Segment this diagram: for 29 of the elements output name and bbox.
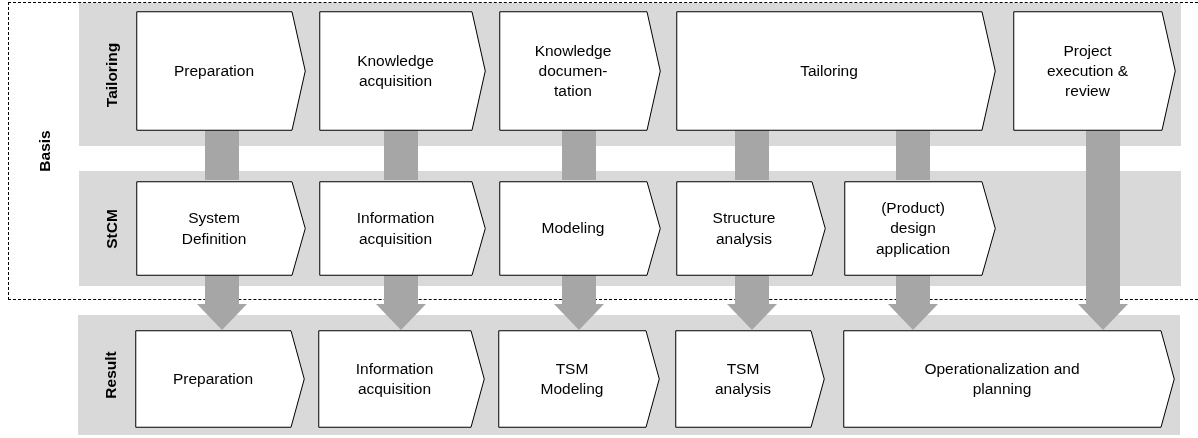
step-label: Preparation: [173, 60, 255, 81]
flow-arrow: [1078, 130, 1128, 330]
region-label: Basis: [36, 130, 54, 172]
step-label: Knowledge acquisition: [356, 50, 435, 91]
step-label: Tailoring: [800, 60, 858, 81]
dashed-region: [8, 2, 1198, 300]
flow-arrow: [727, 275, 777, 330]
step-label: Structure analysis: [711, 208, 777, 249]
step-label: System Definition: [180, 208, 248, 249]
lane-label: Tailoring: [103, 42, 121, 107]
step-label: TSM analysis: [714, 358, 772, 399]
step-label: Information acquisition: [355, 208, 436, 249]
step-label: TSM Modeling: [539, 358, 605, 399]
lane-band: [78, 315, 1180, 435]
step-label: Modeling: [541, 218, 605, 239]
lane-label: Result: [102, 351, 120, 399]
flow-arrow: [888, 275, 938, 330]
step-label: (Product) design application: [874, 198, 952, 259]
step-label: Information acquisition: [354, 358, 435, 399]
flow-arrow: [197, 275, 247, 330]
step-label: Project execution & review: [1046, 40, 1129, 102]
lane-band: [79, 3, 1181, 146]
flow-arrow: [376, 275, 426, 330]
step-label: Operationalization and planning: [923, 358, 1081, 399]
step-label: Knowledge documen-tation: [533, 40, 613, 102]
lane-label: StCM: [103, 208, 121, 249]
flow-arrow: [554, 275, 604, 330]
step-label: Preparation: [172, 368, 254, 389]
lane-band: [79, 171, 1181, 286]
